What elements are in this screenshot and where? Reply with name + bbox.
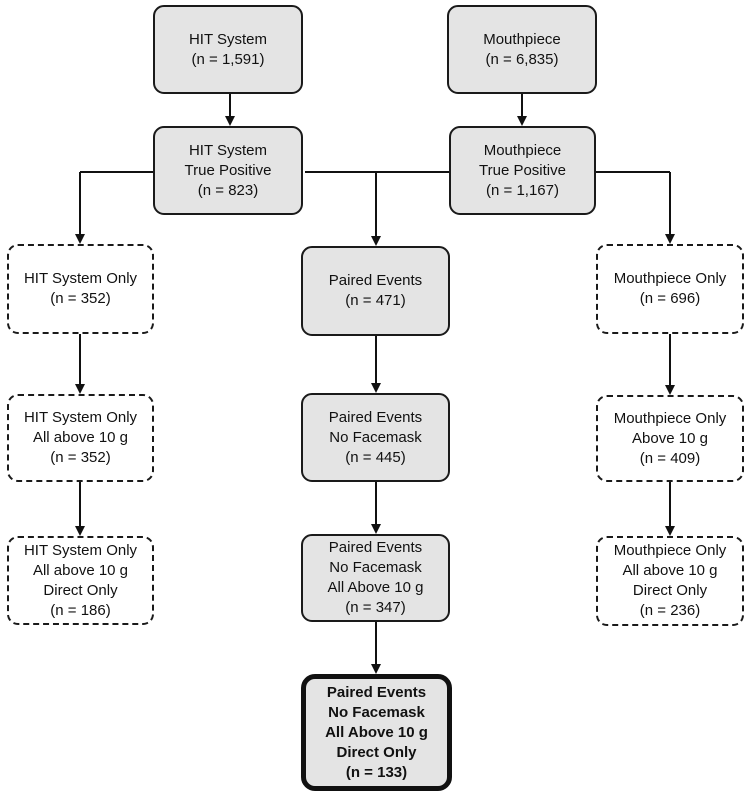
node-line: (n = 186) [50, 601, 111, 619]
node-mouth-only-direct: Mouthpiece Only All above 10 g Direct On… [596, 536, 744, 626]
node-line: No Facemask [328, 703, 425, 721]
node-line: (n = 347) [345, 599, 406, 616]
node-mouth-only-above10: Mouthpiece Only Above 10 g (n = 409) [596, 395, 744, 482]
node-line: All above 10 g [622, 562, 718, 579]
node-line: HIT System Only [23, 541, 138, 559]
node-paired: Paired Events (n = 471) [301, 246, 450, 336]
node-line: All above 10 g [32, 429, 129, 446]
node-hit-only-above10: HIT System Only All above 10 g (n = 352) [7, 394, 154, 482]
node-line: Paired Events [328, 408, 423, 426]
node-line: Direct Only [336, 743, 417, 761]
node-paired-final: Paired Events No Facemask All Above 10 g… [301, 674, 452, 791]
node-line: All above 10 g [32, 561, 129, 579]
node-line: (n = 6,835) [485, 50, 559, 68]
node-line: Above 10 g [632, 429, 708, 447]
node-line: All Above 10 g [325, 723, 428, 741]
node-line: HIT System [188, 141, 268, 159]
node-line: Mouthpiece [483, 30, 561, 48]
node-line: (n = 1,167) [486, 181, 559, 199]
node-line: No Facemask [329, 559, 422, 576]
node-mouth-only: Mouthpiece Only (n = 696) [596, 244, 744, 334]
node-line: Paired Events [328, 272, 423, 289]
node-hit-only-direct: HIT System Only All above 10 g Direct On… [7, 536, 154, 625]
node-mouth-true-positive: Mouthpiece True Positive (n = 1,167) [449, 126, 596, 215]
node-line: Mouthpiece Only [613, 409, 727, 427]
node-line: (n = 696) [639, 290, 701, 307]
node-line: No Facemask [329, 428, 422, 446]
node-mouthpiece: Mouthpiece (n = 6,835) [447, 5, 597, 94]
node-line: (n = 445) [345, 448, 406, 466]
node-line: (n = 236) [639, 602, 701, 619]
node-line: (n = 409) [639, 449, 701, 467]
node-line: (n = 133) [345, 763, 408, 781]
node-line: (n = 823) [197, 181, 259, 199]
node-line: Mouthpiece Only [613, 542, 727, 559]
node-line: (n = 1,591) [191, 50, 265, 68]
node-line: True Positive [479, 161, 566, 179]
node-line: True Positive [184, 161, 272, 179]
node-line: Direct Only [632, 582, 708, 599]
node-line: Paired Events [326, 683, 427, 701]
node-line: Mouthpiece Only [613, 270, 727, 287]
node-hit-system: HIT System (n = 1,591) [153, 5, 303, 94]
node-line: Direct Only [43, 581, 118, 599]
node-hit-only: HIT System Only (n = 352) [7, 244, 154, 334]
node-line: (n = 352) [50, 449, 111, 466]
node-paired-above10: Paired Events No Facemask All Above 10 g… [301, 534, 450, 622]
node-line: (n = 471) [345, 292, 406, 309]
node-line: HIT System Only [23, 270, 138, 287]
node-paired-no-facemask: Paired Events No Facemask (n = 445) [301, 393, 450, 482]
node-line: HIT System [188, 30, 268, 48]
node-line: HIT System Only [23, 409, 138, 426]
node-line: All Above 10 g [327, 579, 424, 596]
node-hit-true-positive: HIT System True Positive (n = 823) [153, 126, 303, 215]
node-line: Mouthpiece [483, 141, 562, 159]
node-line: Paired Events [328, 539, 423, 556]
node-line: (n = 352) [50, 290, 111, 307]
